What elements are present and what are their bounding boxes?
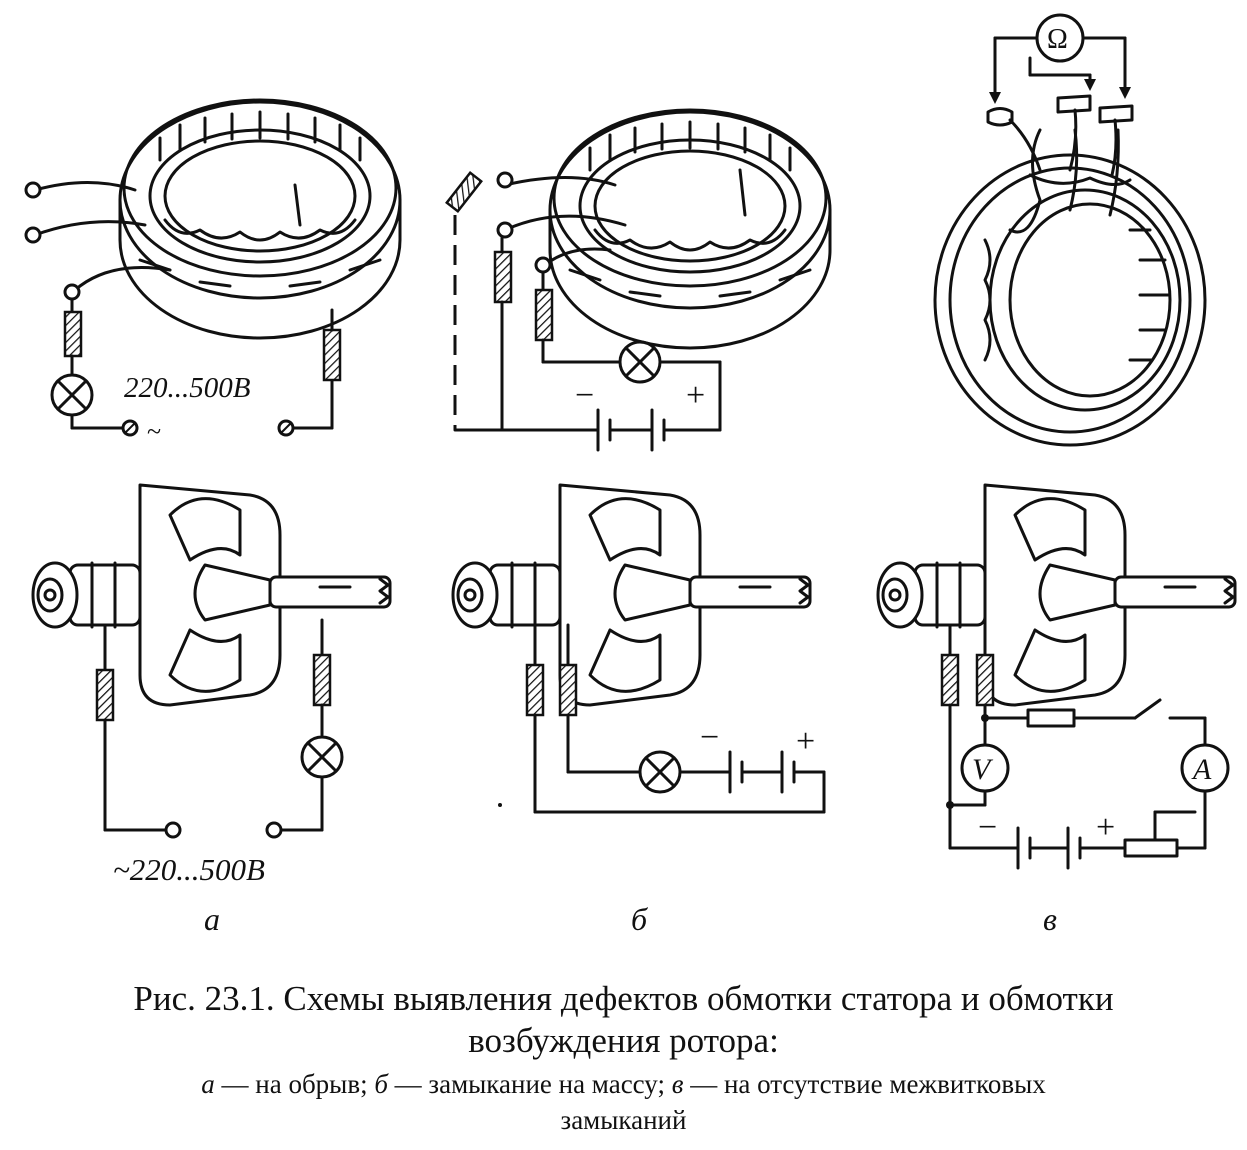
voltage-label-top: 220...500В (124, 372, 251, 404)
legend-letter-a: а (201, 1069, 215, 1099)
minus-sign-v: − (978, 809, 997, 846)
panel-label-a: а (204, 901, 220, 937)
tilde-symbol: ~ (147, 417, 161, 446)
panel-label-v: в (1043, 901, 1057, 937)
panel-b-rotor: − + (451, 483, 826, 814)
legend-text-b: — замыкание на массу; (387, 1069, 672, 1099)
figure-diagram: 220...500В ~ − + (24, 13, 1237, 937)
legend-text-a: — на обрыв; (214, 1069, 375, 1099)
figure-caption: Рис. 23.1. Схемы выявления дефектов обмо… (0, 978, 1247, 1062)
plus-sign-b-bottom: + (796, 723, 815, 760)
caption-legend-line: а — на обрыв; б — замыкание на массу; в … (0, 1066, 1247, 1102)
caption-line-1: Рис. 23.1. Схемы выявления дефектов обмо… (133, 979, 1114, 1018)
plus-sign-v: + (1096, 809, 1115, 846)
voltmeter-symbol: V (972, 753, 994, 786)
legend-letter-v: в (671, 1069, 684, 1099)
panel-v-rotor: V A − + (876, 483, 1237, 870)
legend-letter-b: б (374, 1069, 388, 1099)
caption-line-4: замыканий (560, 1105, 687, 1135)
minus-sign-b-bottom: − (700, 719, 719, 756)
panel-v-stator: Ω (933, 13, 1207, 447)
caption-line-2: возбуждения ротора: (468, 1021, 779, 1060)
panel-b-stator: − + (445, 108, 832, 452)
ammeter-symbol: A (1191, 753, 1212, 786)
panel-a-stator: 220...500В ~ (24, 98, 402, 446)
panel-a-rotor: ~220...500В (31, 483, 392, 887)
legend-text-v: — на отсутствие межвитковых (683, 1069, 1046, 1099)
plus-sign-b-top: + (686, 377, 705, 414)
ohmmeter-symbol: Ω (1047, 24, 1068, 55)
caption-legend: а — на обрыв; б — замыкание на массу; в … (0, 1066, 1247, 1138)
panel-label-b: б (631, 901, 648, 937)
voltage-label-bottom: ~220...500В (113, 852, 265, 887)
minus-sign-b-top: − (575, 377, 594, 414)
